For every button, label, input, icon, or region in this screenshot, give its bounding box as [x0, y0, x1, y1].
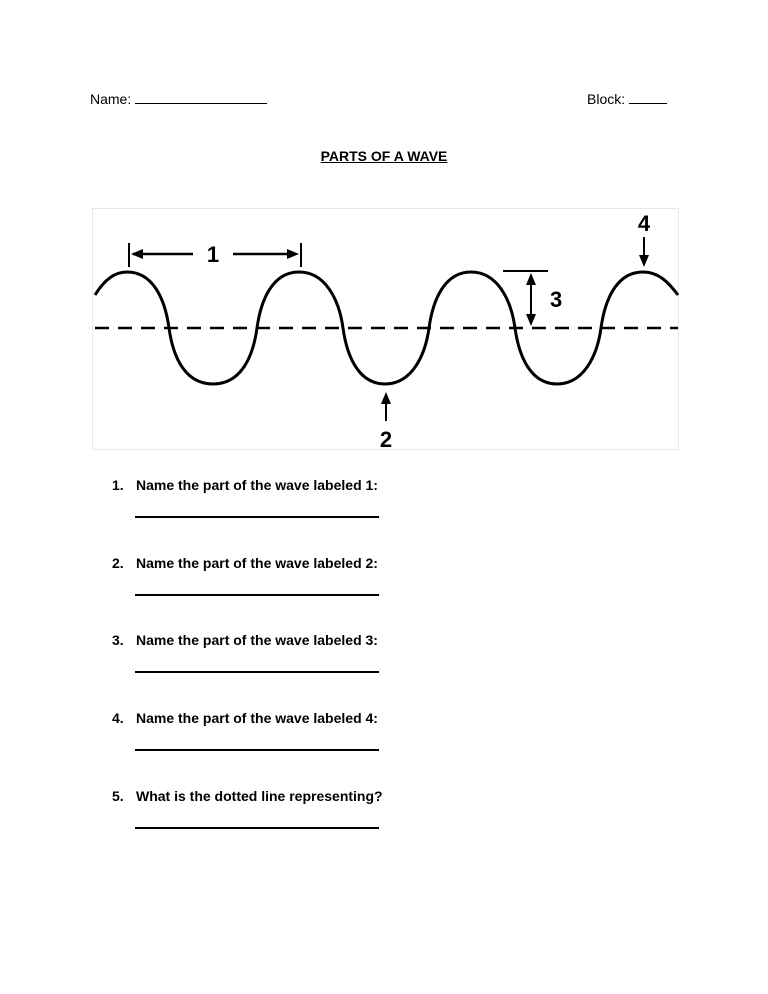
question-5: 5.What is the dotted line representing? [112, 788, 383, 804]
answer-line-2[interactable] [135, 594, 379, 596]
page-title: PARTS OF A WAVE [320, 148, 448, 164]
block-label: Block: [587, 91, 626, 107]
name-field: Name: [90, 90, 268, 107]
label-3: 3 [550, 287, 562, 312]
block-field: Block: [587, 90, 668, 107]
question-2: 2.Name the part of the wave labeled 2: [112, 555, 378, 571]
label-2: 2 [380, 427, 392, 451]
wave-illustration: 1 2 3 4 [93, 211, 680, 452]
name-label: Name: [90, 91, 132, 107]
block-blank[interactable] [629, 90, 668, 104]
label-1: 1 [207, 242, 219, 267]
answer-line-5[interactable] [135, 827, 379, 829]
answer-line-4[interactable] [135, 749, 379, 751]
question-4: 4.Name the part of the wave labeled 4: [112, 710, 378, 726]
label-4: 4 [638, 211, 651, 236]
answer-line-3[interactable] [135, 671, 379, 673]
answer-line-1[interactable] [135, 516, 379, 518]
wave-curve [93, 270, 680, 386]
question-3: 3.Name the part of the wave labeled 3: [112, 632, 378, 648]
question-1: 1.Name the part of the wave labeled 1: [112, 477, 378, 493]
name-blank[interactable] [135, 90, 268, 104]
wave-diagram: 1 2 3 4 [92, 208, 680, 452]
